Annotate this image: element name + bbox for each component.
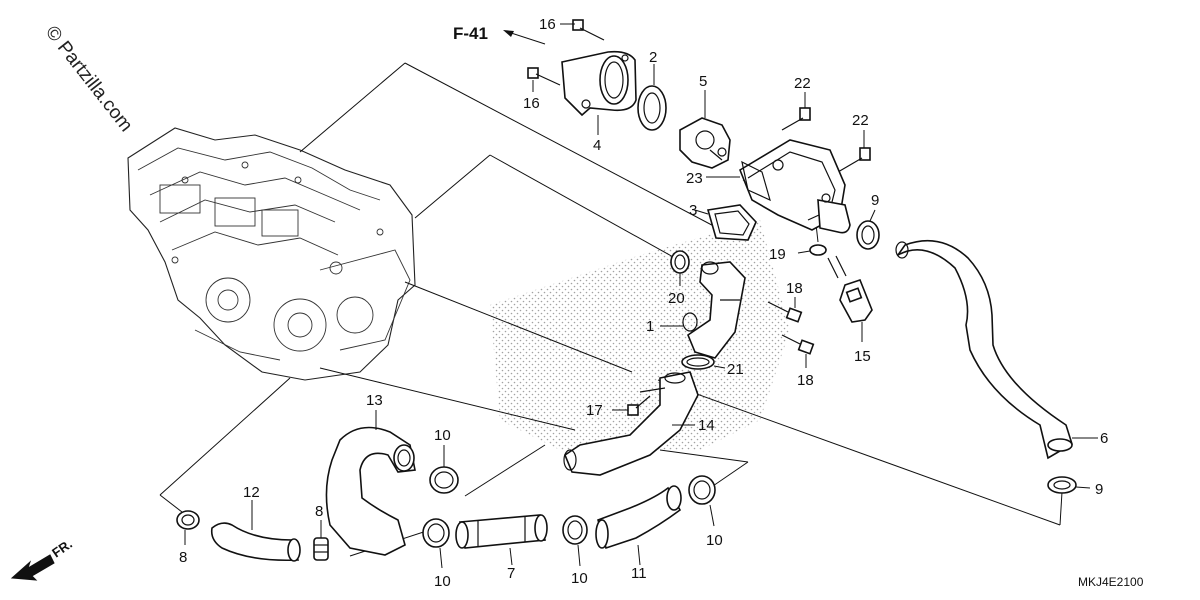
callout-7: 7: [507, 565, 515, 582]
clamp-8-left: [176, 510, 200, 545]
thermostat-5: [679, 90, 731, 169]
bolt-18-upper: [767, 297, 803, 323]
hose-12: [210, 500, 301, 562]
callout-3: 3: [689, 202, 697, 219]
callout-1: 1: [646, 318, 654, 335]
clamp-9-upper: [856, 209, 880, 250]
temperature-sensor-15: [827, 255, 873, 342]
callout-10-upper: 10: [434, 427, 451, 444]
radiator-hose-6: [895, 239, 1098, 460]
callout-8-left: 8: [179, 549, 187, 566]
callout-15: 15: [854, 348, 871, 365]
callout-9-lower: 9: [1095, 481, 1103, 498]
gasket-3: [694, 204, 757, 241]
callout-10-lower-left: 10: [434, 573, 451, 590]
water-pipe-14: [563, 371, 699, 476]
clamp-9-lower: [1047, 476, 1091, 494]
callout-22-left: 22: [794, 75, 811, 92]
hose-13: [325, 410, 416, 556]
callout-19: 19: [769, 246, 786, 263]
front-direction-arrow-icon: [10, 554, 55, 581]
callout-16-upper: 16: [539, 16, 556, 33]
seal-2: [637, 64, 667, 131]
clamp-8-middle: [313, 520, 329, 561]
bolt-18-lower: [781, 334, 815, 368]
bolt-22-left: [781, 92, 811, 131]
callout-9-upper: 9: [871, 192, 879, 209]
callout-4: 4: [593, 137, 601, 154]
callout-23: 23: [686, 170, 703, 187]
callout-5: 5: [699, 73, 707, 90]
clamp-10-upper: [429, 445, 459, 494]
callout-10-right: 10: [706, 532, 723, 549]
hose-7: [455, 514, 548, 566]
diagram-code: MKJ4E2100: [1078, 575, 1144, 589]
stipple-shading: [490, 220, 790, 450]
direction-label: FR.: [49, 536, 75, 560]
callout-12: 12: [243, 484, 260, 501]
bolt-16-upper: [560, 19, 605, 41]
callout-labels: 16 16 2 4 5 22 22 23 3 9 19 20 18 1 15 2…: [179, 16, 1108, 590]
clamp-10-right: [688, 475, 716, 527]
callout-22-right: 22: [852, 112, 869, 129]
bolt-16-lower: [527, 67, 561, 92]
callout-6: 6: [1100, 430, 1108, 447]
clamp-10-lower-left: [422, 518, 450, 569]
callout-8-middle: 8: [315, 503, 323, 520]
clamp-10-lower-middle: [562, 515, 588, 567]
callout-21: 21: [727, 361, 744, 378]
engine-block: [127, 127, 416, 381]
bolt-22-right: [837, 130, 871, 173]
thermostat-cover-4: [561, 50, 637, 135]
callout-10-lower-middle: 10: [571, 570, 588, 587]
callout-11: 11: [631, 565, 647, 582]
callout-20: 20: [668, 290, 685, 307]
o-ring-19: [797, 244, 827, 256]
thermostat-housing: [706, 139, 851, 234]
hose-11: [595, 485, 682, 566]
bolt-17: [612, 395, 651, 416]
callout-14: 14: [698, 417, 715, 434]
frame-reference: F-41: [453, 24, 488, 43]
watermark: © Partzilla.com: [41, 22, 136, 136]
callout-17: 17: [586, 402, 603, 419]
o-ring-20: [670, 250, 690, 286]
callout-16-lower: 16: [523, 95, 540, 112]
callout-18-lower: 18: [797, 372, 814, 389]
callout-13: 13: [366, 392, 383, 409]
leader-lines: [159, 62, 1063, 557]
callout-18-upper: 18: [786, 280, 803, 297]
o-ring-21: [681, 354, 726, 370]
callout-2: 2: [649, 49, 657, 66]
reference-arrow-icon: [503, 30, 546, 45]
